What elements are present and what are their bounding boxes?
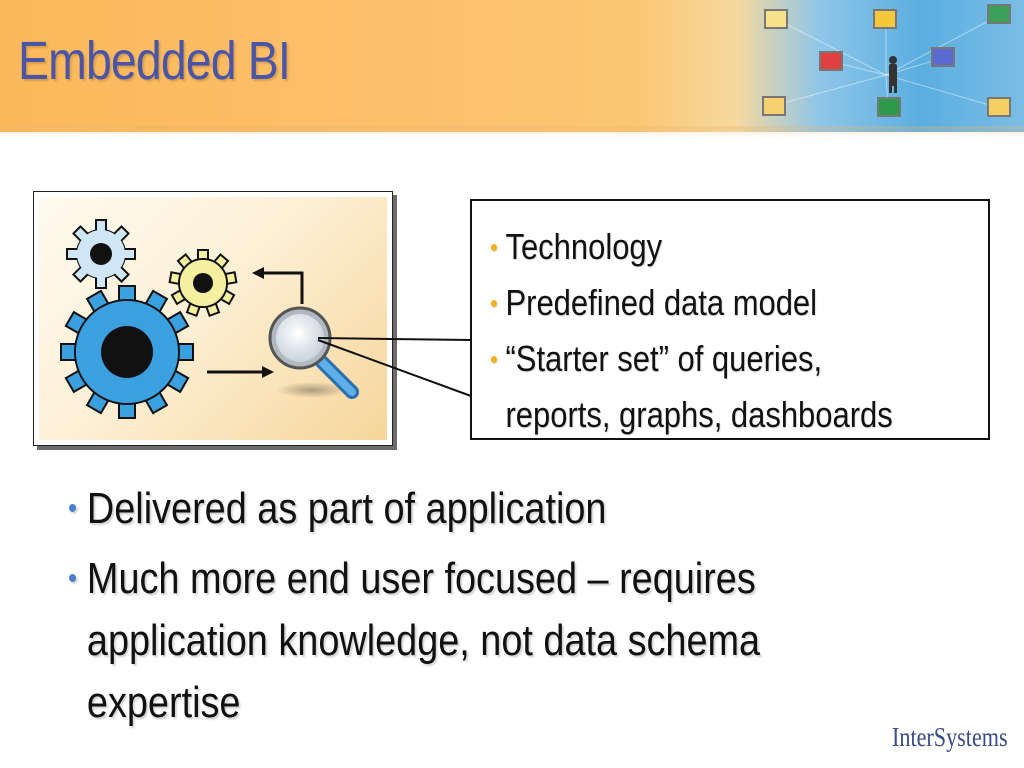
flow-arrows (207, 267, 304, 378)
callout-item-continuation: reports, graphs, dashboards (505, 394, 893, 435)
bullet-icon: • (490, 344, 498, 374)
callout-item: •“Starter set” of queries, (490, 331, 893, 387)
magnifier-icon (268, 306, 359, 399)
bullet-icon: • (490, 288, 498, 318)
bullet-icon: • (68, 492, 78, 525)
intersystems-logo: InterSystems (892, 722, 1008, 752)
bullet-item-continuation: application knowledge, not data schema (86, 616, 761, 665)
header-banner: Embedded BI (0, 0, 1024, 132)
bullet-icon: • (490, 232, 498, 262)
callout-item: •Technology (490, 219, 893, 275)
gears-and-magnifier (60, 219, 359, 419)
gear-icon (168, 249, 238, 318)
gear-icon (66, 219, 136, 289)
bullet-item: •Delivered as part of application (68, 478, 760, 540)
callout-list: •Technology •Predefined data model •“Sta… (490, 219, 958, 443)
callout-box: •Technology •Predefined data model •“Sta… (470, 199, 990, 440)
bullet-item: •Much more end user focused – requires (68, 548, 760, 610)
main-bullet-list: •Delivered as part of application •Much … (68, 478, 873, 734)
gear-icon (60, 285, 194, 419)
bullet-icon: • (68, 562, 78, 595)
slide-title: Embedded BI (18, 31, 291, 91)
gears-illustration (33, 191, 393, 446)
banner-shadow (0, 126, 1024, 138)
bullet-item-continuation: expertise (86, 678, 241, 727)
network-computers-person-icon (762, 4, 1011, 117)
callout-item: •Predefined data model (490, 275, 893, 331)
